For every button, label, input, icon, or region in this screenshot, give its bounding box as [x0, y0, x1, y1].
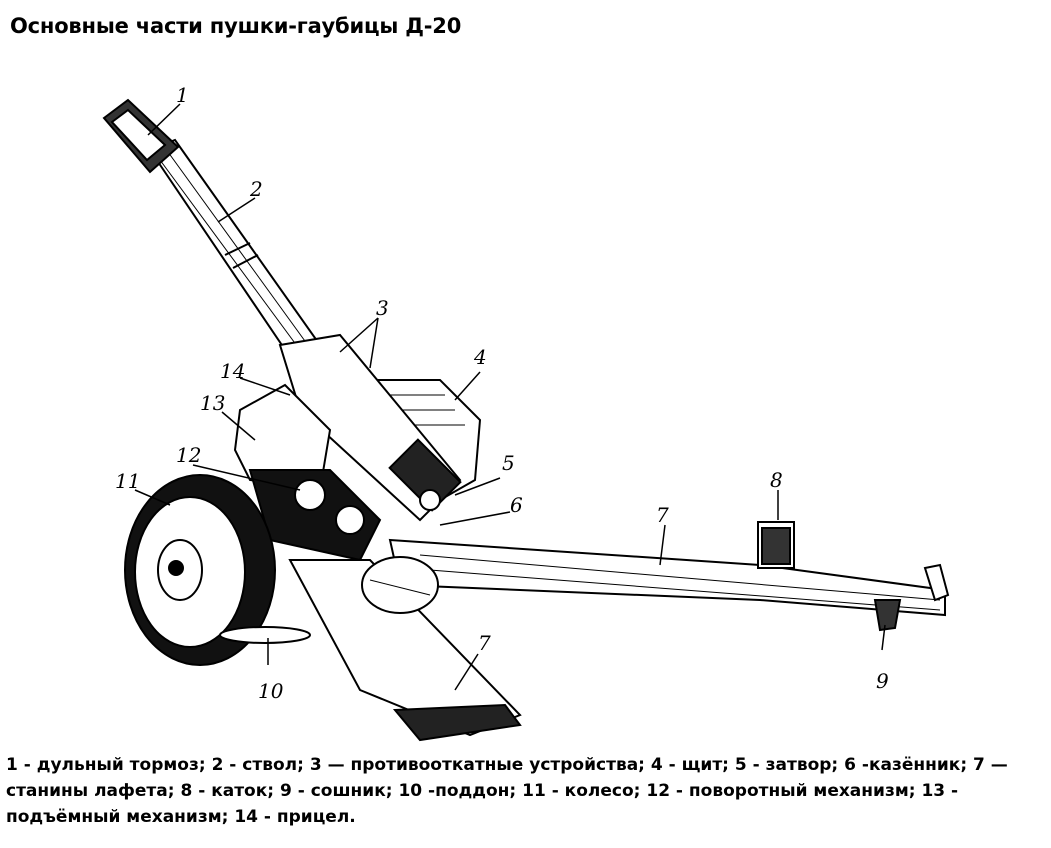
- callout-2: 2: [249, 177, 263, 201]
- callout-1: 1: [176, 83, 189, 107]
- legend-item-4: 4 - щит;: [650, 755, 729, 775]
- legend-item-13: 13 - подъёмный механизм;: [6, 781, 959, 827]
- cradle-block: [233, 383, 382, 562]
- callout-13: 13: [200, 391, 225, 415]
- legend-item-14: 14 - прицел.: [234, 807, 356, 827]
- callout-8: 8: [770, 468, 783, 492]
- legend-item-9: 9 - сошник;: [280, 781, 393, 801]
- base-plate: [219, 626, 311, 644]
- legend-item-1: 1 - дульный тормоз;: [6, 755, 206, 775]
- legend-item-11: 11 - колесо;: [522, 781, 641, 801]
- callout-6: 6: [510, 493, 523, 517]
- legend-item-5: 5 - затвор;: [734, 755, 839, 775]
- callout-9: 9: [876, 669, 889, 693]
- legend: 1 - дульный тормоз; 2 - ствол; 3 — проти…: [6, 752, 1036, 830]
- leader-lines: [134, 103, 886, 691]
- legend-item-12: 12 - поворотный механизм;: [646, 781, 916, 801]
- callout-4: 4: [473, 345, 487, 369]
- legend-item-3: 3 — противооткатные устройства;: [309, 755, 645, 775]
- wheel: [124, 474, 276, 666]
- legend-item-10: 10 -поддон;: [398, 781, 517, 801]
- callout-labels: 1 2 3 4 5 6 7 7 8 9 10 11 12 13 14: [115, 83, 889, 703]
- callout-5: 5: [502, 451, 515, 475]
- legend-item-8: 8 - каток;: [180, 781, 275, 801]
- recoil-mechanism: [278, 333, 462, 522]
- roller: [757, 521, 795, 569]
- callout-12: 12: [176, 443, 201, 467]
- callout-7-short-trail: 7: [478, 631, 491, 655]
- page-title: Основные части пушки-гаубицы Д-20: [10, 14, 462, 38]
- barrel: [148, 138, 322, 362]
- spade: [873, 599, 902, 632]
- legend-item-2: 2 - ствол;: [211, 755, 304, 775]
- callout-3: 3: [376, 296, 389, 320]
- muzzle-brake: [102, 98, 180, 174]
- howitzer-drawing: 1 2 3 4 5 6 7 7 8 9 10 11 12 13 14: [102, 83, 950, 742]
- callout-10: 10: [258, 679, 284, 703]
- short-trail: [288, 556, 522, 742]
- trail: [388, 538, 950, 617]
- legend-item-6: 6 -казённик;: [844, 755, 968, 775]
- callout-11: 11: [115, 469, 140, 493]
- legend-item-7: 7 — станины лафета;: [6, 755, 1008, 801]
- callout-7-trail: 7: [656, 503, 669, 527]
- callout-14: 14: [220, 359, 245, 383]
